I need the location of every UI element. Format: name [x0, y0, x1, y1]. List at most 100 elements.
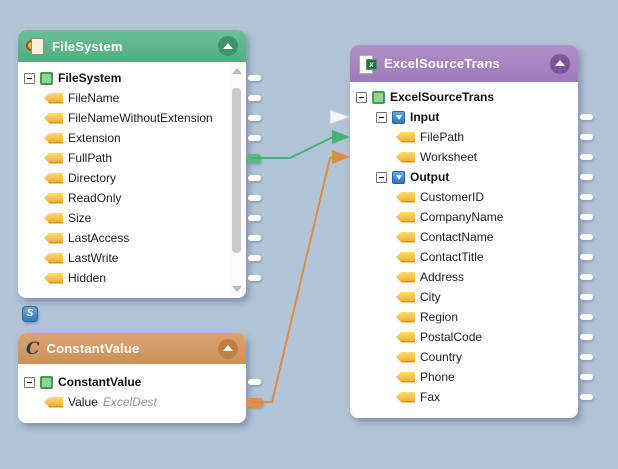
tree-row-fullpath[interactable]: FullPath: [18, 148, 246, 168]
port-stub-companyname[interactable]: [580, 214, 593, 220]
tree-row-lastwrite[interactable]: LastWrite: [18, 248, 246, 268]
tree-row-worksheet[interactable]: Worksheet: [350, 147, 578, 167]
port-stub-filename[interactable]: [248, 95, 261, 101]
port-stub-size[interactable]: [248, 215, 261, 221]
tree-row-excelsourcetrans[interactable]: ExcelSourceTrans: [350, 87, 578, 107]
arrowhead-input[interactable]: [329, 109, 352, 125]
scroll-down-icon[interactable]: [232, 286, 242, 292]
collapse-up-icon: [223, 42, 233, 49]
tree-row-postalcode[interactable]: PostalCode: [350, 327, 578, 347]
port-stub-contacttitle[interactable]: [580, 254, 593, 260]
port-stub-extension[interactable]: [248, 135, 261, 141]
tree-row-customerid[interactable]: CustomerID: [350, 187, 578, 207]
tree-row-phone[interactable]: Phone: [350, 367, 578, 387]
port-stub-directory[interactable]: [248, 175, 261, 181]
row-label: CustomerID: [420, 190, 485, 204]
port-stub-fullpath[interactable]: [246, 154, 261, 163]
tree-row-directory[interactable]: Directory: [18, 168, 246, 188]
wire-fullpath-to-filepath[interactable]: [252, 136, 334, 159]
tree-row-city[interactable]: City: [350, 287, 578, 307]
port-stub-output[interactable]: [580, 174, 593, 180]
port-stub-constantvalue[interactable]: [248, 379, 261, 385]
scrollbar-thumb[interactable]: [232, 88, 241, 253]
collapse-minus-icon[interactable]: [24, 376, 35, 388]
node-excelsourcetrans-header[interactable]: x ExcelSourceTrans: [350, 45, 578, 82]
row-label: LastWrite: [68, 251, 119, 265]
row-label: FileSystem: [58, 71, 122, 85]
column-tag-icon: [44, 112, 63, 124]
arrowhead-filepath[interactable]: [332, 130, 350, 144]
tree-row-extension[interactable]: Extension: [18, 128, 246, 148]
port-stub-fax[interactable]: [580, 394, 593, 400]
port-stub-readonly[interactable]: [248, 195, 261, 201]
collapse-button[interactable]: [218, 36, 238, 56]
tree-row-country[interactable]: Country: [350, 347, 578, 367]
port-stub-worksheet[interactable]: [580, 154, 593, 160]
port-stub-city[interactable]: [580, 294, 593, 300]
collapse-minus-icon[interactable]: [24, 72, 35, 84]
scroll-up-icon[interactable]: [232, 68, 242, 74]
tree-row-lastaccess[interactable]: LastAccess: [18, 228, 246, 248]
script-badge[interactable]: S: [22, 306, 38, 322]
column-tag-icon: [396, 211, 415, 223]
port-stub-country[interactable]: [580, 354, 593, 360]
row-label: Value: [68, 395, 98, 409]
port-stub-lastaccess[interactable]: [248, 235, 261, 241]
tree-row-region[interactable]: Region: [350, 307, 578, 327]
node-filesystem-header[interactable]: FileSystem: [18, 30, 246, 62]
column-tag-icon: [44, 212, 63, 224]
tree-row-companyname[interactable]: CompanyName: [350, 207, 578, 227]
collapse-minus-icon[interactable]: [376, 111, 387, 123]
excel-file-icon: x: [358, 54, 377, 74]
tree-row-constantvalue[interactable]: ConstantValue: [18, 372, 246, 392]
vertical-scrollbar[interactable]: [230, 66, 243, 294]
row-label: FileName: [68, 91, 120, 105]
tree-row-filepath[interactable]: FilePath: [350, 127, 578, 147]
port-stub-address[interactable]: [580, 274, 593, 280]
port-stub-lastwrite[interactable]: [248, 255, 261, 261]
row-label: Input: [410, 110, 440, 124]
filesystem-icon: [26, 37, 45, 55]
port-stub-contactname[interactable]: [580, 234, 593, 240]
tree-row-hidden[interactable]: Hidden: [18, 268, 246, 288]
port-stub-value[interactable]: [246, 398, 263, 407]
port-stub-hidden[interactable]: [248, 275, 261, 281]
io-group-icon: [392, 170, 405, 184]
collapse-button[interactable]: [218, 338, 238, 359]
collapse-minus-icon[interactable]: [356, 91, 367, 103]
node-constantvalue-header[interactable]: C ConstantValue: [18, 333, 246, 364]
port-stub-filepath[interactable]: [580, 134, 593, 140]
port-stub-region[interactable]: [580, 314, 593, 320]
tree-row-readonly[interactable]: ReadOnly: [18, 188, 246, 208]
tree-row-contacttitle[interactable]: ContactTitle: [350, 247, 578, 267]
port-stub-customerid[interactable]: [580, 194, 593, 200]
tree-row-output[interactable]: Output: [350, 167, 578, 187]
row-label: Country: [420, 350, 463, 364]
port-stub-postalcode[interactable]: [580, 334, 593, 340]
wire-value-to-worksheet[interactable]: [252, 156, 334, 403]
row-label: ContactTitle: [420, 250, 484, 264]
tree-row-filename[interactable]: FileName: [18, 88, 246, 108]
collapse-minus-icon[interactable]: [376, 171, 387, 183]
arrowhead-worksheet[interactable]: [332, 150, 350, 164]
collapse-button[interactable]: [550, 53, 570, 74]
node-title: ExcelSourceTrans: [384, 56, 500, 71]
tree-row-fax[interactable]: Fax: [350, 387, 578, 407]
column-tag-icon: [396, 231, 415, 243]
tree-row-contactname[interactable]: ContactName: [350, 227, 578, 247]
tree-row-filenamewithoutextension[interactable]: FileNameWithoutExtension: [18, 108, 246, 128]
port-stub-input[interactable]: [580, 114, 593, 120]
port-stub-phone[interactable]: [580, 374, 593, 380]
tree-row-filesystem[interactable]: FileSystem: [18, 68, 246, 88]
port-stub-filenamewithoutextension[interactable]: [248, 115, 261, 121]
tree-row-size[interactable]: Size: [18, 208, 246, 228]
tree-row-input[interactable]: Input: [350, 107, 578, 127]
port-stub-filesystem[interactable]: [248, 75, 261, 81]
tree-row-address[interactable]: Address: [350, 267, 578, 287]
